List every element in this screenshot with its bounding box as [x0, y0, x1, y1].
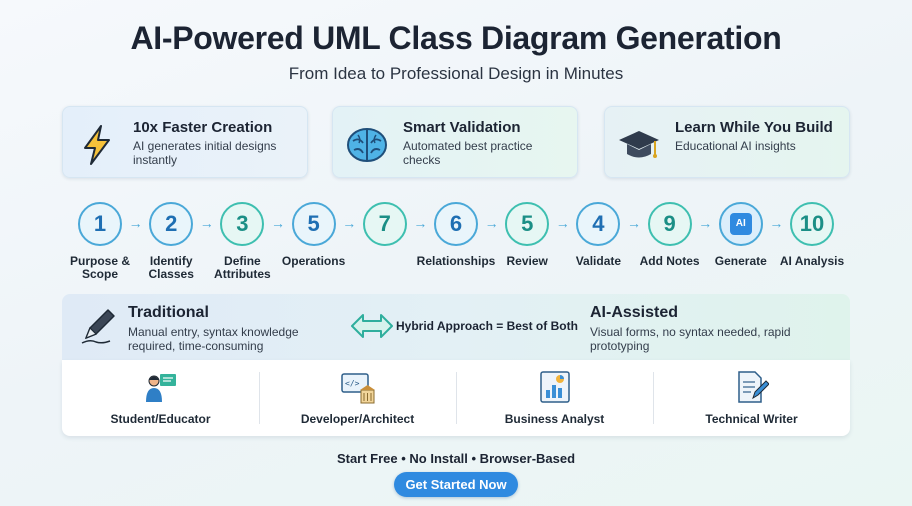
feature-card-faster: 10x Faster Creation AI generates initial…	[62, 106, 308, 178]
feature-title: Learn While You Build	[675, 119, 833, 136]
double-arrow-icon	[351, 314, 393, 338]
feature-card-validation: Smart Validation Automated best practice…	[332, 106, 578, 178]
step-circle: 6	[434, 202, 478, 246]
audience-label: Business Analyst	[504, 412, 605, 426]
step-arrow: →	[270, 215, 285, 231]
developer-icon: </>	[341, 373, 375, 404]
ai-assisted-desc: Visual forms, no syntax needed, rapid pr…	[590, 325, 791, 353]
step-label: Review	[506, 254, 548, 268]
step-arrow: →	[698, 215, 713, 231]
audience-label: Developer/Architect	[300, 412, 415, 426]
feature-desc: Educational AI insights	[675, 139, 796, 153]
step-label: Validate	[575, 254, 622, 268]
step-arrow: →	[484, 215, 499, 231]
step-circle: 7	[362, 202, 407, 246]
step-arrow: →	[342, 215, 357, 231]
step-circle: 2	[149, 202, 194, 246]
feature-desc: AI generates initial designs instantly	[133, 139, 277, 167]
page-subtitle: From Idea to Professional Design in Minu…	[288, 64, 624, 83]
audience-student: Student/Educator	[62, 360, 259, 436]
step-label: Purpose & Scope	[69, 254, 130, 281]
step-circle: 5	[505, 202, 550, 246]
step-arrow: →	[626, 215, 641, 231]
feature-card-learn: Learn While You Build Educational AI ins…	[604, 106, 850, 178]
svg-text:</>: </>	[345, 379, 360, 388]
traditional-title: Traditional	[128, 304, 209, 321]
tagline: Start Free • No Install • Browser-Based	[336, 451, 576, 466]
audience-analyst: Business Analyst	[456, 360, 653, 436]
audience-label: Technical Writer	[705, 412, 798, 426]
brain-icon	[347, 128, 387, 162]
step-arrow: →	[555, 215, 570, 231]
step-circle: 4	[576, 202, 621, 246]
page-title: AI-Powered UML Class Diagram Generation	[130, 20, 782, 56]
step-circle: 9	[647, 202, 692, 246]
pen-icon	[81, 309, 115, 344]
step-label: Operations	[281, 254, 346, 268]
feature-title: 10x Faster Creation	[133, 119, 273, 136]
lightning-icon	[84, 125, 110, 165]
ai-assisted-title: AI-Assisted	[590, 304, 679, 321]
feature-title: Smart Validation	[403, 119, 521, 136]
step-arrow: →	[199, 215, 214, 231]
step-label: AI Analysis	[779, 254, 845, 268]
feature-desc: Automated best practice checks	[403, 139, 533, 167]
audience-writer: Technical Writer	[653, 360, 850, 436]
get-started-button[interactable]: Get Started Now	[394, 472, 518, 497]
step-circle: 1	[78, 202, 122, 246]
audience-panel: Student/Educator </> Developer/Architect…	[62, 360, 850, 436]
comparison-band: Traditional Manual entry, syntax knowled…	[62, 294, 850, 360]
step-label: Generate	[714, 254, 767, 268]
analytics-icon	[540, 371, 570, 403]
document-pen-icon	[738, 371, 769, 403]
step-circle: 3	[220, 202, 265, 246]
step-label: Add Notes	[639, 254, 700, 268]
step-circle: AI	[718, 202, 763, 246]
audience-label: Student/Educator	[110, 412, 211, 426]
step-circle: 5	[291, 202, 336, 246]
step-label: Identify Classes	[148, 254, 194, 281]
step-arrow: →	[128, 215, 143, 231]
step-label: Define Attributes	[214, 254, 271, 281]
audience-developer: </> Developer/Architect	[259, 360, 456, 436]
ai-chip-icon: AI	[729, 213, 752, 235]
graduation-cap-icon	[619, 131, 659, 158]
traditional-desc: Manual entry, syntax knowledge required,…	[128, 325, 299, 353]
step-circle: 10	[790, 202, 834, 246]
teacher-icon	[146, 374, 176, 402]
step-arrow: →	[769, 215, 784, 231]
hybrid-label: Hybrid Approach = Best of Both	[396, 319, 578, 333]
step-arrow: →	[413, 215, 428, 231]
step-label: Relationships	[416, 254, 496, 268]
